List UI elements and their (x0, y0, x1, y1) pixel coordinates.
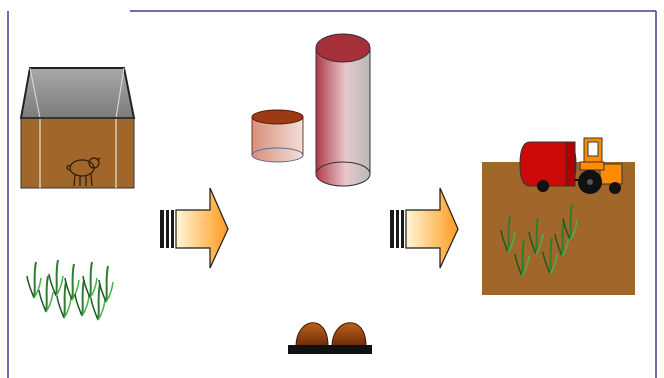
arrow-right-icon (160, 187, 229, 269)
slurry-tanker-icon (519, 141, 584, 192)
pig-icon (66, 157, 101, 187)
grass-icon (26, 259, 114, 321)
arrow-right-icon (390, 187, 459, 269)
storage-tank-icon (251, 109, 304, 163)
barn-icon (19, 67, 136, 189)
silo-icon (315, 33, 371, 187)
tractor-icon (578, 137, 623, 194)
page-title: Slurry (4, 0, 80, 15)
manure-heap-icon (288, 322, 372, 354)
frame-border (7, 10, 657, 378)
